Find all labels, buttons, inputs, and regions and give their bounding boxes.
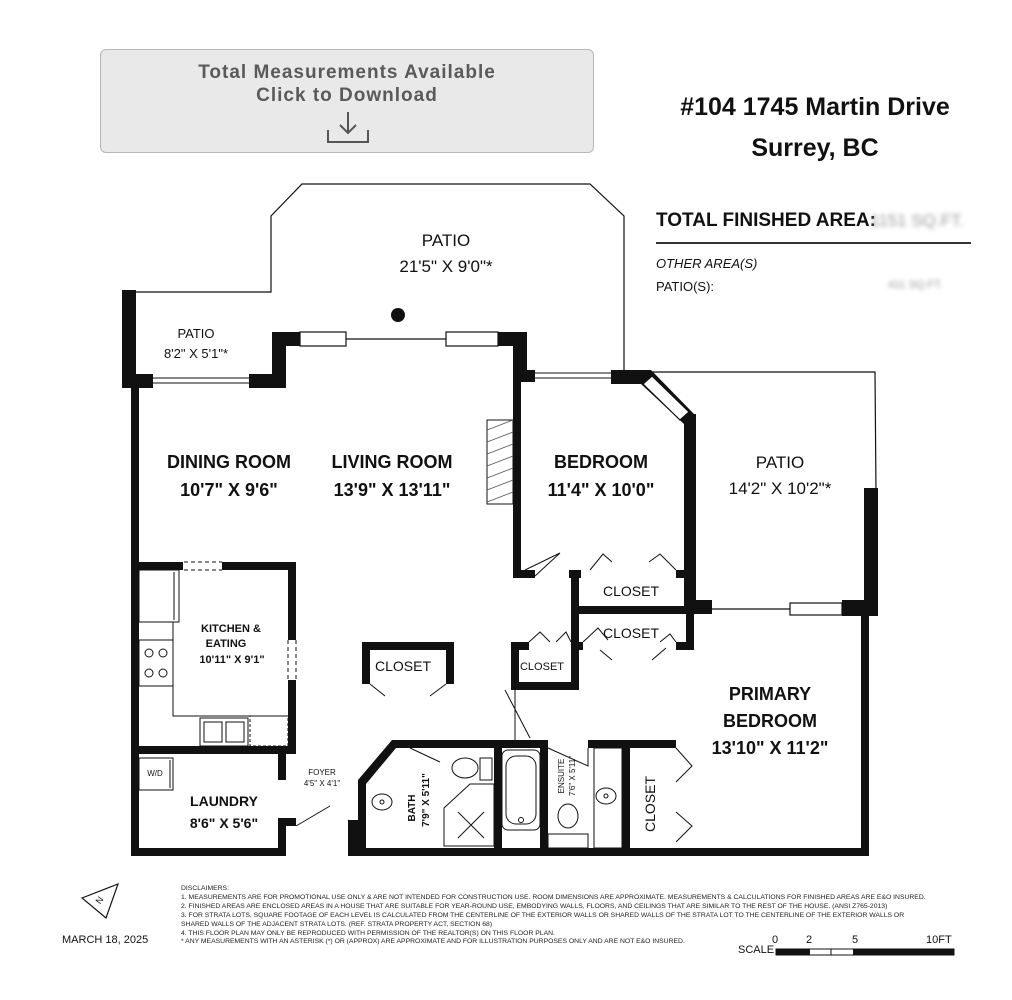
dining-room-dim: 10'7" X 9'6" <box>180 480 278 500</box>
bedroom-dim: 11'4" X 10'0" <box>548 480 655 500</box>
patios-label: PATIO(S): <box>656 279 715 294</box>
closet-center-label: CLOSET <box>375 658 431 674</box>
bedroom-label: BEDROOM <box>554 452 648 472</box>
walls <box>122 290 878 856</box>
download-button-line1: Total Measurements Available <box>198 62 496 83</box>
closet-primary-label: CLOSET <box>603 625 659 641</box>
dining-room-label: DINING ROOM <box>167 452 291 472</box>
bath-label: BATH <box>407 794 418 821</box>
patio-right-label: PATIO <box>756 453 805 472</box>
disclaimer-line: SHARED WALLS OF THE ADJACENT STRATA LOTS… <box>181 920 493 928</box>
kitchen-label-1: KITCHEN & <box>201 623 261 635</box>
closet-small-label: CLOSET <box>520 661 564 673</box>
scale-label: SCALE <box>738 944 775 956</box>
other-areas-label: OTHER AREA(S) <box>656 256 758 271</box>
address-line2: Surrey, BC <box>751 134 879 162</box>
primary-bedroom-label-1: PRIMARY <box>729 684 811 704</box>
patio-small-label: PATIO <box>177 326 214 341</box>
foyer-dim: 4'5" X 4'1" <box>304 779 340 788</box>
disclaimer-line: 3. FOR STRATA LOTS, SQUARE FOOTAGE OF EA… <box>181 911 905 919</box>
scale-bar <box>775 948 955 956</box>
download-icon <box>327 112 369 143</box>
patios-value: 411 SQ.FT. <box>888 279 943 291</box>
door-swings <box>295 552 693 843</box>
patio-right-dim: 14'2" X 10'2"* <box>729 479 832 498</box>
patio-top-dim: 21'5" X 9'0"* <box>399 257 493 276</box>
foyer-label: FOYER <box>308 768 336 777</box>
download-button-line2: Click to Download <box>256 85 438 106</box>
disclaimer-line: 4. THIS FLOOR PLAN MAY ONLY BE REPRODUCE… <box>181 929 555 937</box>
disclaimer-line: * ANY MEASUREMENTS WITH AN ASTERISK (*) … <box>181 938 685 946</box>
fireplace <box>486 419 514 505</box>
living-room-label: LIVING ROOM <box>332 452 453 472</box>
address-line1: #104 1745 Martin Drive <box>680 93 950 121</box>
toilet-icon <box>451 757 479 779</box>
closet-bedroom-label: CLOSET <box>603 583 659 599</box>
ensuite-dim: 7'6" X 5'11" <box>568 756 577 796</box>
disclaimer-line: 2. FINISHED AREAS ARE ENCLOSED AREAS IN … <box>181 902 888 910</box>
patio-small-dim: 8'2" X 5'1"* <box>164 346 228 361</box>
ensuite-toilet-icon <box>557 803 579 829</box>
scale-tick-2: 2 <box>806 934 813 946</box>
closet-vertical-label: CLOSET <box>642 776 658 832</box>
disclaimers: DISCLAIMERS: 1. MEASUREMENTS ARE FOR PRO… <box>181 885 981 947</box>
download-measurements-button[interactable]: Total Measurements Available Click to Do… <box>100 49 594 153</box>
scale-tick-5: 5 <box>852 934 859 946</box>
disclaimer-line: 1. MEASUREMENTS ARE FOR PROMOTIONAL USE … <box>181 893 926 901</box>
laundry-label: LAUNDRY <box>190 793 259 809</box>
ensuite-label: ENSUITE <box>557 759 566 794</box>
total-finished-area-label: TOTAL FINISHED AREA: <box>656 210 876 231</box>
light-fixture-icon <box>391 308 405 322</box>
kitchen-fixtures <box>138 561 297 747</box>
bath-dim: 7'9" X 5'11" <box>421 773 432 827</box>
primary-bedroom-dim: 13'10" X 11'2" <box>712 738 829 758</box>
wd-label: W/D <box>147 769 163 778</box>
patio-top-label: PATIO <box>422 231 471 250</box>
sliding-doors <box>153 372 611 384</box>
primary-bedroom-label-2: BEDROOM <box>723 711 817 731</box>
living-room-dim: 13'9" X 13'11" <box>334 480 451 500</box>
laundry-dim: 8'6" X 5'6" <box>190 815 258 831</box>
bath-fixtures <box>371 747 623 849</box>
disclaimer-title: DISCLAIMERS: <box>181 885 229 892</box>
windows <box>299 331 843 616</box>
plan-date: MARCH 18, 2025 <box>62 934 149 946</box>
stove-icon <box>138 639 174 687</box>
kitchen-dim: 10'11" X 9'1" <box>199 654 264 666</box>
washer-dryer <box>138 757 174 791</box>
scale-tick-0: 0 <box>772 934 779 946</box>
north-label: N <box>94 895 106 906</box>
scale-tick-10: 10FT <box>926 934 952 946</box>
kitchen-label-2: EATING <box>206 638 247 650</box>
room-labels: PATIO 21'5" X 9'0"* PATIO 8'2" X 5'1"* D… <box>147 231 832 832</box>
shower-icon <box>443 783 495 847</box>
refrigerator-icon <box>138 569 180 623</box>
area-divider <box>656 242 971 244</box>
total-finished-area-value: 1151 SQ.FT. <box>870 211 965 230</box>
patio-outlines <box>133 183 878 613</box>
north-arrow-icon: N <box>80 882 120 920</box>
